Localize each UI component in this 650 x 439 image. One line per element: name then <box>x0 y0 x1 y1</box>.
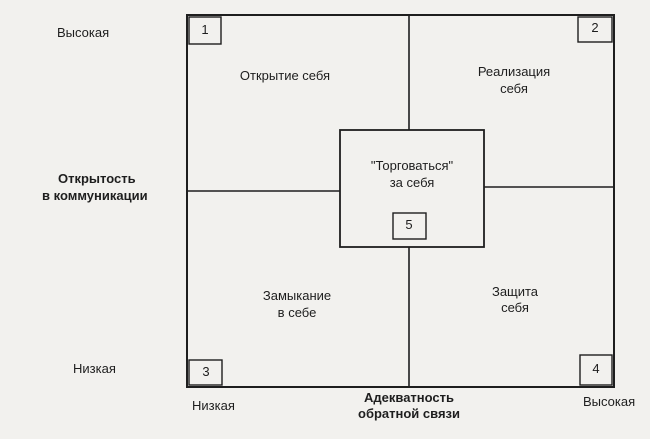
x-axis-low-label: Низкая <box>192 398 235 413</box>
x-axis-high-label: Высокая <box>583 394 636 409</box>
number-box-2 <box>577 16 613 43</box>
x-axis-title-line1: Адекватность <box>363 390 455 405</box>
center-label-line1: "Торговаться" <box>370 158 454 173</box>
number-box-3 <box>188 359 223 386</box>
center-number: 5 <box>405 217 413 232</box>
y-axis-title-line1: Открытость <box>58 171 136 186</box>
quadrant-3-label-line2: в себе <box>277 305 317 320</box>
quadrant-1-number: 1 <box>201 22 209 37</box>
quadrant-4-number: 4 <box>592 361 600 376</box>
quadrant-2-number: 2 <box>591 20 599 35</box>
number-box-5 <box>392 212 427 240</box>
quadrant-2-label-line1: Реализация <box>477 64 551 79</box>
quadrant-4-label-line2: себя <box>501 300 529 315</box>
number-box-1 <box>188 16 222 45</box>
y-axis-title-line2: в коммуникации <box>42 188 148 203</box>
center-label-line2: за себя <box>389 175 435 190</box>
quadrant-4-label-line1: Защита <box>491 284 539 299</box>
quadrant-1-label: Открытие себя <box>239 68 331 83</box>
quadrant-3-label-line1: Замыкание <box>262 288 332 303</box>
number-box-4 <box>579 354 613 386</box>
outer-frame <box>186 14 615 388</box>
y-axis-high-label: Высокая <box>57 25 110 40</box>
x-axis-title-line2: обратной связи <box>358 406 460 421</box>
quadrant-2-label-line2: себя <box>500 81 528 96</box>
quadrant-3-number: 3 <box>202 364 210 379</box>
y-axis-low-label: Низкая <box>73 361 116 376</box>
